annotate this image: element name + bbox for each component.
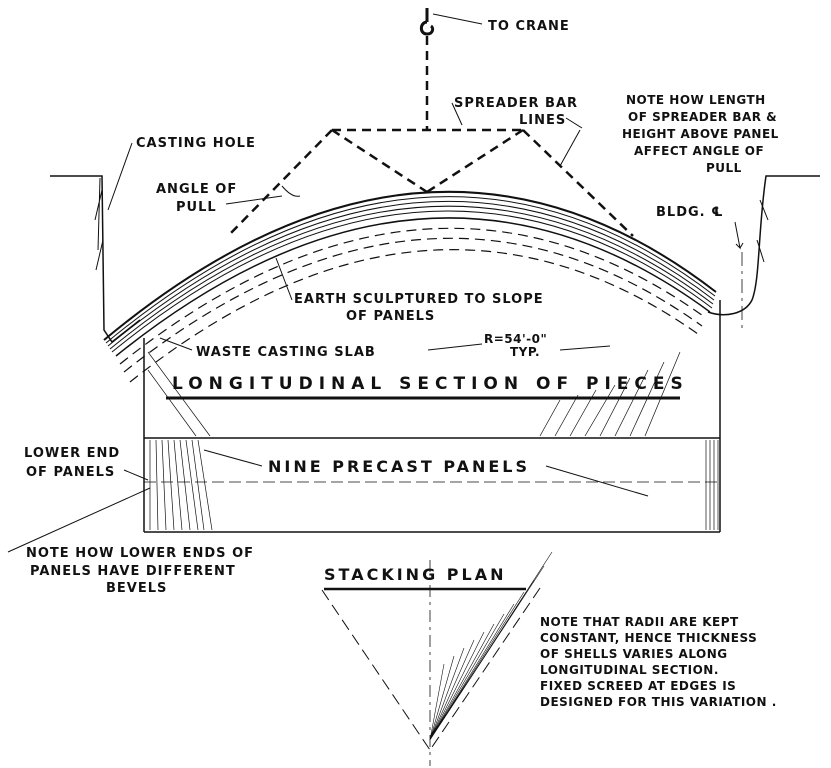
leader-bldg xyxy=(734,221,744,250)
panel-stack xyxy=(144,439,720,531)
label-radius: R=54'-0" xyxy=(484,332,547,346)
label-earth-2: OF PANELS xyxy=(346,309,435,324)
leader-spreader xyxy=(451,102,463,126)
label-nine-panels: NINE PRECAST PANELS xyxy=(268,457,530,476)
leader-bevel xyxy=(7,487,151,553)
leader-nine-left xyxy=(203,449,263,467)
leader-nine-right xyxy=(545,465,649,497)
shell-section xyxy=(103,190,717,383)
label-note-bevel-3: BEVELS xyxy=(106,581,167,596)
label-waste-slab: WASTE CASTING SLAB xyxy=(196,345,376,360)
label-spreader-bar: SPREADER BAR xyxy=(454,96,578,111)
label-note-spreader-1: NOTE HOW LENGTH xyxy=(626,93,766,107)
label-earth-1: EARTH SCULPTURED TO SLOPE xyxy=(294,292,544,307)
label-note-radii-4: LONGITUDINAL SECTION. xyxy=(540,663,719,677)
label-note-bevel-2: PANELS HAVE DIFFERENT xyxy=(30,564,236,579)
label-note-spreader-4: AFFECT ANGLE OF xyxy=(634,144,764,158)
leader-lines-2 xyxy=(559,129,581,167)
label-note-bevel-1: NOTE HOW LOWER ENDS OF xyxy=(26,546,254,561)
leader-waste xyxy=(159,337,193,351)
crane-hook-icon xyxy=(419,8,435,36)
label-typ: TYP. xyxy=(510,345,540,359)
label-note-spreader-2: OF SPREADER BAR & xyxy=(628,110,777,124)
leader-radius xyxy=(427,343,483,351)
label-note-radii-6: DESIGNED FOR THIS VARIATION . xyxy=(540,695,777,709)
leader-typ xyxy=(559,345,611,351)
spreader-bar xyxy=(227,128,634,237)
label-pull: PULL xyxy=(176,200,217,215)
stacking-plan-fan xyxy=(321,551,553,766)
label-note-radii-1: NOTE THAT RADII ARE KEPT xyxy=(540,615,739,629)
label-long-section: LONGITUDINAL SECTION OF PIECES xyxy=(172,374,689,394)
leader-to-crane xyxy=(432,13,483,25)
label-lower-end-1: LOWER END xyxy=(24,446,120,461)
label-bldg-centerline: BLDG. ℄ xyxy=(656,205,724,220)
leader-lines xyxy=(565,117,583,129)
leader-casting-hole xyxy=(107,142,133,211)
section-box xyxy=(143,300,721,533)
label-note-radii-5: FIXED SCREED AT EDGES IS xyxy=(540,679,736,693)
angle-arc xyxy=(281,185,301,197)
label-lines: LINES xyxy=(519,113,566,128)
label-note-radii-3: OF SHELLS VARIES ALONG xyxy=(540,647,728,661)
label-note-spreader-3: HEIGHT ABOVE PANEL xyxy=(622,127,779,141)
label-to-crane: TO CRANE xyxy=(488,19,570,34)
leader-lower-end xyxy=(123,469,149,481)
label-lower-end-2: OF PANELS xyxy=(26,465,115,480)
label-angle-of: ANGLE OF xyxy=(156,182,237,197)
leader-earth xyxy=(275,257,293,301)
label-note-spreader-5: PULL xyxy=(706,161,742,175)
label-stacking-plan: STACKING PLAN xyxy=(324,565,506,584)
label-casting-hole: CASTING HOLE xyxy=(136,136,256,151)
label-note-radii-2: CONSTANT, HENCE THICKNESS xyxy=(540,631,757,645)
leader-angle xyxy=(225,195,283,205)
